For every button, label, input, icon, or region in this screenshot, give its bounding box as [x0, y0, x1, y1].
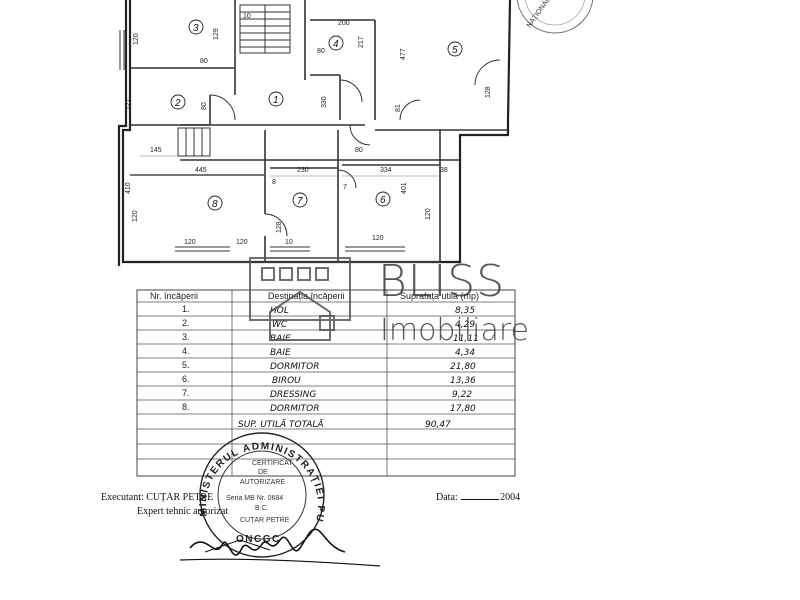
date-label: Data: [436, 492, 458, 503]
dim-label: 128 [485, 86, 492, 98]
expert-line: Expert tehnic autorizat [137, 506, 229, 517]
dim-label: 120 [184, 239, 196, 246]
signature [189, 528, 346, 556]
dimension-lines [130, 155, 440, 263]
executant-name: CUȚAR PETRE [146, 492, 214, 503]
watermark-title: BLISS [378, 256, 505, 307]
stamp-line: CERTIFICAT [252, 460, 293, 467]
windows [119, 30, 405, 252]
outer-walls [117, 0, 512, 266]
stamp-line: DE [258, 469, 268, 476]
table-row-area: 4,29 [455, 320, 475, 330]
dim-label: 120 [133, 33, 140, 45]
dim-label: 330 [321, 96, 328, 108]
dim-label: 410 [125, 182, 132, 194]
table-row-nr: 6. [182, 374, 190, 384]
table-row-nr: 4. [182, 346, 190, 356]
dim-label: 7 [343, 184, 347, 191]
table-row-area: 4,34 [455, 348, 475, 358]
dim-label: 120 [132, 210, 139, 222]
executant-line: Executant: CUȚAR PETRE [101, 492, 213, 503]
watermark-logo: BLISS Imobiliare [249, 256, 529, 348]
table-row-area: 9,22 [452, 390, 472, 400]
table-row-area: 11,11 [453, 334, 479, 344]
table-row-nr: 3. [182, 332, 190, 342]
stamp-line: Seria MB Nr. 0684 [226, 495, 283, 502]
dim-label: 127 [125, 98, 132, 110]
date-line: Data: 2004 [436, 492, 520, 503]
table-row-destination: DORMITOR [270, 404, 320, 414]
table-row-nr: 2. [182, 318, 190, 328]
dim-label: 8 [272, 179, 276, 186]
table-row-destination: HOL [270, 306, 289, 316]
dim-label: 128 [276, 221, 283, 233]
dim-label: 129 [213, 28, 220, 40]
official-stamp: MINISTERUL ADMINISTRAȚIEI PUBLICE ONCGC … [0, 0, 325, 558]
table-row-nr: 1. [182, 304, 190, 314]
stamp-line: B.C. [255, 505, 269, 512]
table-row-destination: DRESSING [270, 390, 316, 400]
table-row-destination: BAIE [270, 348, 291, 358]
staircase [177, 4, 291, 157]
room-number-3: 3 [193, 23, 199, 34]
dim-label: 230 [297, 167, 309, 174]
date-year: 2004 [500, 492, 521, 503]
table-row-destination: BIROU [272, 376, 301, 386]
table-row-area: 13,36 [450, 376, 476, 386]
table-row-area: 21,80 [450, 362, 476, 372]
interior-walls [130, 0, 508, 262]
stamp-line: CUȚAR PETRE [240, 517, 290, 524]
dim-label: 80 [355, 147, 363, 154]
signature-stroke [204, 539, 271, 553]
table-header-area: Suprafața utilă (mp) [400, 291, 479, 301]
room-number-6: 6 [380, 195, 386, 206]
door-swings [209, 59, 501, 237]
table-row-nr: 5. [182, 360, 190, 370]
stamp-line: AUTORIZARE [240, 479, 285, 486]
table-row-nr: 8. [182, 402, 190, 412]
room-number-1: 1 [273, 95, 279, 106]
dim-label: 81 [395, 104, 402, 112]
dim-label: 200 [338, 20, 350, 27]
dim-label: 80 [317, 48, 325, 55]
dim-label: 120 [236, 239, 248, 246]
corner-stamp: NAȚIONALA DE CADASTRU [516, 0, 594, 34]
total-area-label: SUP. UTILĂ TOTALĂ [238, 418, 324, 430]
room-number-2: 2 [174, 98, 181, 109]
table-row-area: 8,35 [455, 306, 475, 316]
table-row-destination: DORMITOR [270, 362, 320, 372]
dim-label: 145 [150, 147, 162, 154]
signature-underline [179, 558, 381, 567]
watermark-subtitle: Imobiliare [380, 313, 529, 348]
total-area-value: 90,47 [425, 420, 451, 430]
table-header-nr: Nr. încăperii [150, 291, 198, 301]
table-row-nr: 7. [182, 388, 190, 398]
executant-label: Executant: [101, 492, 144, 503]
dim-label: 334 [380, 167, 392, 174]
room-number-8: 8 [212, 199, 218, 210]
dim-label: 445 [195, 167, 207, 174]
table-row-destination: WC [272, 320, 288, 330]
dim-label: 80 [201, 102, 208, 110]
dim-label: 80 [200, 58, 208, 65]
dim-label: 477 [400, 48, 407, 60]
dim-label: 10 [243, 13, 251, 20]
dim-label: 120 [372, 235, 384, 242]
table-row-area: 17,80 [450, 404, 476, 414]
dim-label: 10 [285, 239, 293, 246]
room-number-7: 7 [297, 196, 303, 207]
dim-label: 38 [440, 167, 448, 174]
stamp-bottom-text: ONCGC [236, 534, 281, 545]
dim-label: 217 [358, 36, 365, 48]
room-number-4: 4 [333, 39, 339, 50]
dim-label: 120 [425, 208, 432, 220]
date-blank [461, 499, 500, 500]
dim-label: 401 [401, 182, 408, 194]
room-number-5: 5 [452, 45, 458, 56]
